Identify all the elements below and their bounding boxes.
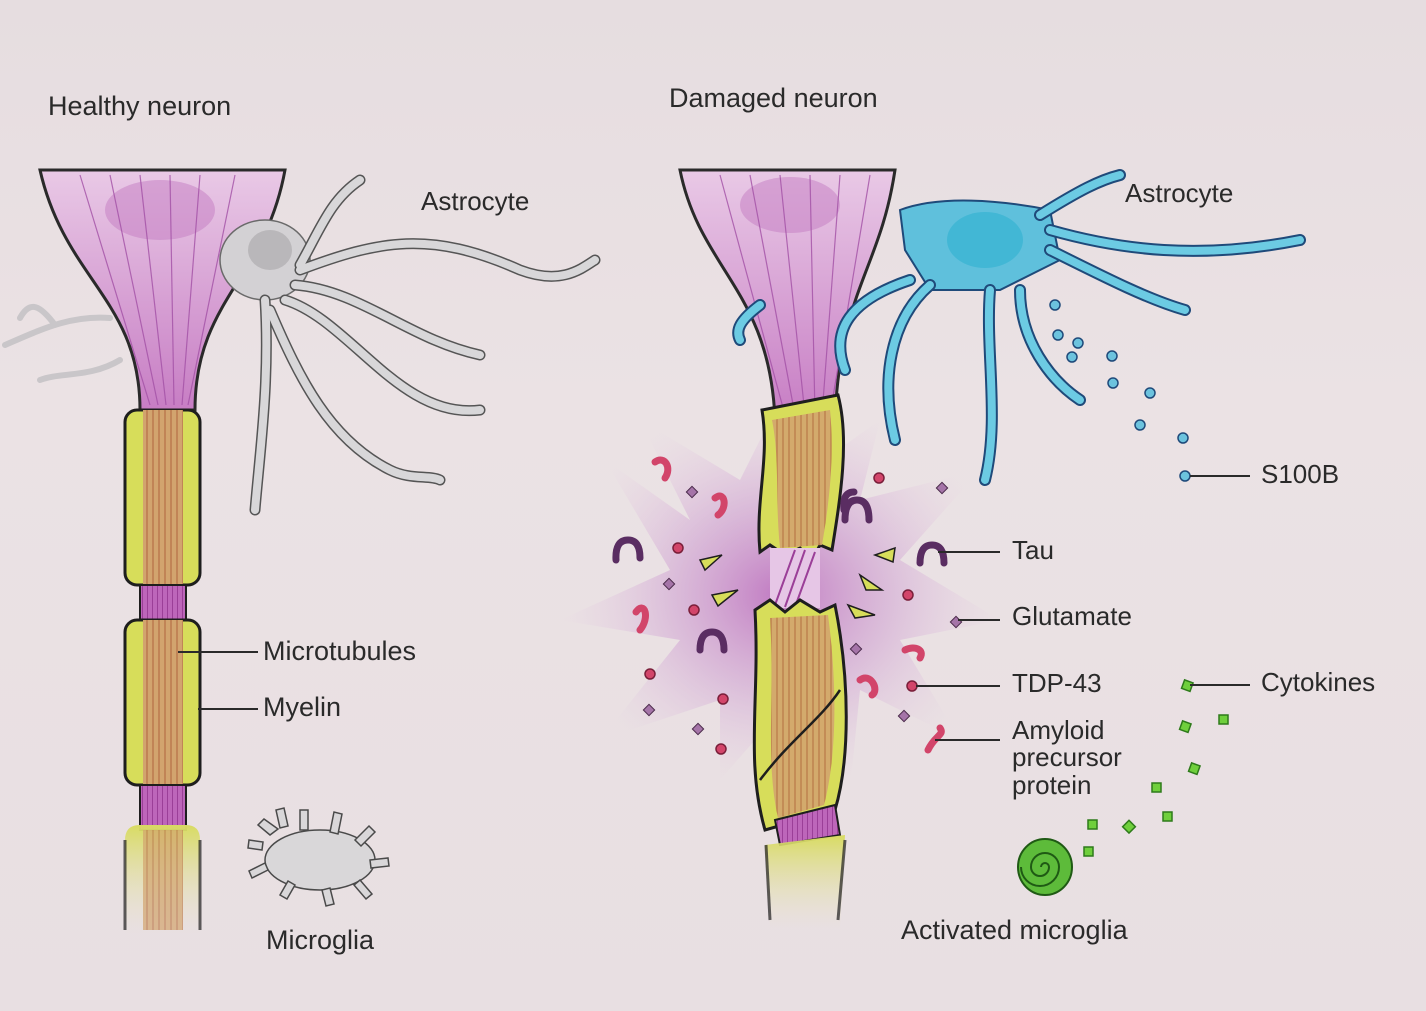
damaged-astrocyte	[732, 169, 1306, 486]
label-glutamate: Glutamate	[1012, 601, 1132, 631]
tdp43-molecules	[644, 472, 918, 755]
s100b-molecules	[1049, 299, 1191, 482]
amyloid-line-2: precursor	[1012, 742, 1122, 773]
activated-microglia	[1017, 838, 1073, 896]
damaged-neuron	[678, 168, 897, 930]
label-cytokines: Cytokines	[1261, 667, 1376, 697]
label-microglia: Microglia	[266, 925, 375, 955]
cytokine-molecules	[1083, 678, 1229, 857]
panel-title-healthy-neuron: Healthy neuron	[48, 91, 232, 121]
label-tau: Tau	[1012, 535, 1054, 565]
tau-molecules	[612, 488, 948, 654]
healthy-neuron	[2, 168, 287, 935]
leader-lines	[916, 475, 1250, 741]
label-tdp43: TDP-43	[1012, 668, 1102, 698]
glutamate-molecules	[642, 481, 963, 736]
amyloid-precursor-molecules	[632, 456, 945, 754]
label-astrocyte-healthy: Astrocyte	[421, 186, 530, 216]
label-microtubules: Microtubules	[263, 636, 417, 666]
label-activated-microglia: Activated microglia	[901, 915, 1128, 945]
amyloid-line-1: Amyloid	[1012, 715, 1105, 745]
label-amyloid-precursor-protein: Amyloid precursor protein	[1012, 715, 1192, 800]
amyloid-line-3: protein	[1012, 769, 1092, 800]
label-s100b: S100B	[1261, 459, 1340, 489]
healthy-astrocyte	[219, 174, 601, 516]
panel-title-damaged-neuron: Damaged neuron	[669, 83, 878, 113]
label-astrocyte-damaged: Astrocyte	[1125, 178, 1234, 208]
label-myelin: Myelin	[263, 692, 342, 722]
resting-microglia	[247, 807, 390, 907]
